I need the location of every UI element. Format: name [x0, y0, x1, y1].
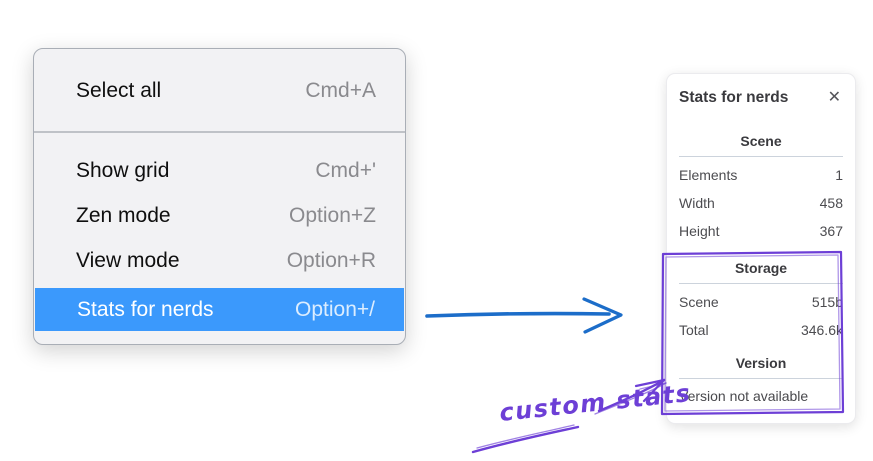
- purple-arrow: [471, 378, 667, 454]
- stat-label: Total: [679, 322, 709, 338]
- menu-item-show-grid[interactable]: Show grid Cmd+': [34, 155, 405, 187]
- menu-item-label: Show grid: [76, 159, 170, 182]
- stat-row-width: Width 458: [679, 189, 843, 217]
- stat-value: 1: [835, 167, 843, 183]
- stats-panel: Stats for nerds ✕ Scene Elements 1 Width…: [666, 73, 856, 424]
- close-icon[interactable]: ✕: [827, 89, 841, 106]
- menu-item-select-all[interactable]: Select all Cmd+A: [34, 75, 405, 107]
- section-rule: [679, 378, 843, 379]
- menu-item-stats-for-nerds[interactable]: Stats for nerds Option+/: [35, 288, 404, 331]
- menu-item-zen-mode[interactable]: Zen mode Option+Z: [34, 200, 405, 232]
- menu-divider: [34, 131, 405, 133]
- custom-stats-annotation: custom stats: [498, 379, 693, 427]
- stats-panel-header: Stats for nerds ✕: [679, 88, 843, 108]
- section-rule: [679, 283, 843, 284]
- section-heading-storage: Storage: [734, 260, 788, 276]
- menu-item-shortcut: Option+R: [286, 249, 376, 272]
- stat-label: Height: [679, 223, 720, 239]
- stats-panel-title: Stats for nerds: [679, 89, 789, 106]
- menu-item-shortcut: Option+Z: [289, 204, 376, 227]
- menu-item-label: Zen mode: [76, 204, 171, 227]
- stat-row-total-storage: Total 346.6k: [679, 316, 843, 344]
- stat-value: 458: [819, 195, 843, 211]
- stat-value: 367: [819, 223, 843, 239]
- version-note: Version not available: [679, 388, 809, 404]
- stat-value: 515b: [811, 294, 843, 310]
- stat-value: 346.6k: [800, 322, 843, 338]
- stat-row-scene-storage: Scene 515b: [679, 288, 843, 316]
- stat-label: Elements: [679, 167, 738, 183]
- menu-item-shortcut: Cmd+': [315, 159, 376, 182]
- stat-row-elements: Elements 1: [679, 161, 843, 189]
- menu-item-shortcut: Cmd+A: [305, 79, 376, 102]
- section-heading-scene: Scene: [740, 133, 782, 149]
- blue-arrow: [425, 297, 623, 334]
- context-menu: Select all Cmd+A Show grid Cmd+' Zen mod…: [33, 48, 406, 345]
- stat-row-height: Height 367: [679, 217, 843, 245]
- section-rule: [679, 156, 843, 157]
- menu-item-label: Stats for nerds: [77, 297, 214, 321]
- stat-label: Scene: [679, 294, 719, 310]
- stat-label: Width: [679, 195, 715, 211]
- section-heading-version: Version: [735, 355, 787, 371]
- menu-item-shortcut: Option+/: [295, 297, 375, 321]
- menu-item-label: View mode: [76, 249, 180, 272]
- menu-item-label: Select all: [76, 79, 162, 102]
- menu-item-view-mode[interactable]: View mode Option+R: [34, 245, 405, 277]
